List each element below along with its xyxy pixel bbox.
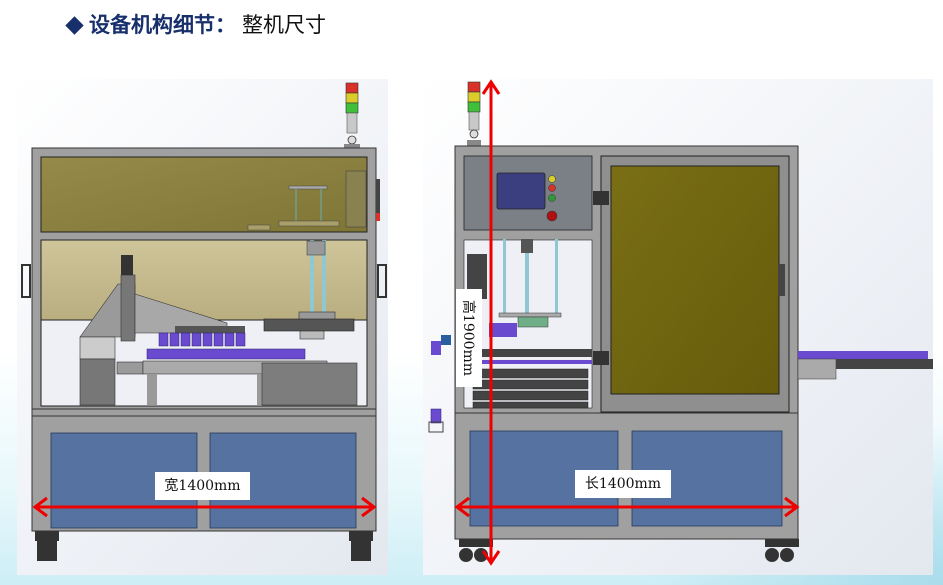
side-view-panel: 长1400mm 高1900mm [423,79,933,575]
height-dimension-label: 高1900mm [460,299,476,377]
title-main: 设备机构细节： [89,13,236,37]
height-dimension-label-box: 高1900mm [456,289,482,387]
width-dimension-label: 宽1400mm [155,472,250,500]
side-view-drawing [428,79,933,566]
green-button-icon [548,194,556,202]
emergency-stop-icon [546,210,558,222]
front-view-drawing [21,82,387,561]
front-view-panel: 宽1400mm [17,79,388,575]
title-sub: 整机尺寸 [242,13,326,37]
side-window [610,165,780,395]
length-dimension-arrow [454,496,800,518]
signal-tower-icon [344,82,360,149]
slide-title: 设备机构细节：整机尺寸 [64,9,326,39]
height-dimension-arrow [481,79,501,566]
red-button-icon [548,184,556,192]
diamond-bullet-icon [65,15,84,35]
yellow-button-icon [548,175,556,183]
width-dimension-arrow [32,496,377,518]
length-dimension-label: 长1400mm [575,470,671,498]
signal-tower-icon [467,81,481,146]
hmi-screen-icon [496,172,546,210]
